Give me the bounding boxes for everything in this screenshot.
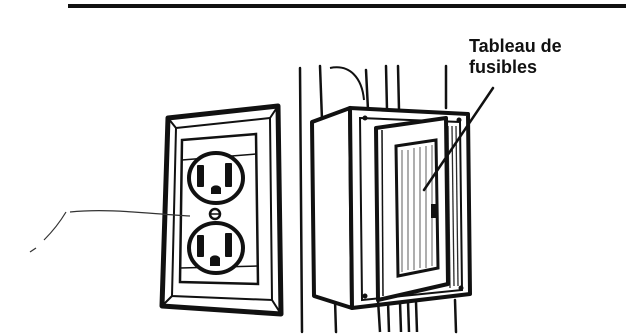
callout-line-2: fusibles <box>469 57 562 78</box>
upper-receptacle <box>189 153 243 203</box>
fuse-panel <box>312 108 470 308</box>
wall-outlet <box>162 106 281 314</box>
service-cable <box>330 67 364 100</box>
door-latch <box>431 204 438 218</box>
fuse-panel-label: Tableau de fusibles <box>469 36 562 78</box>
callout-line-1: Tableau de <box>469 36 562 57</box>
lower-receptacle <box>189 223 243 273</box>
